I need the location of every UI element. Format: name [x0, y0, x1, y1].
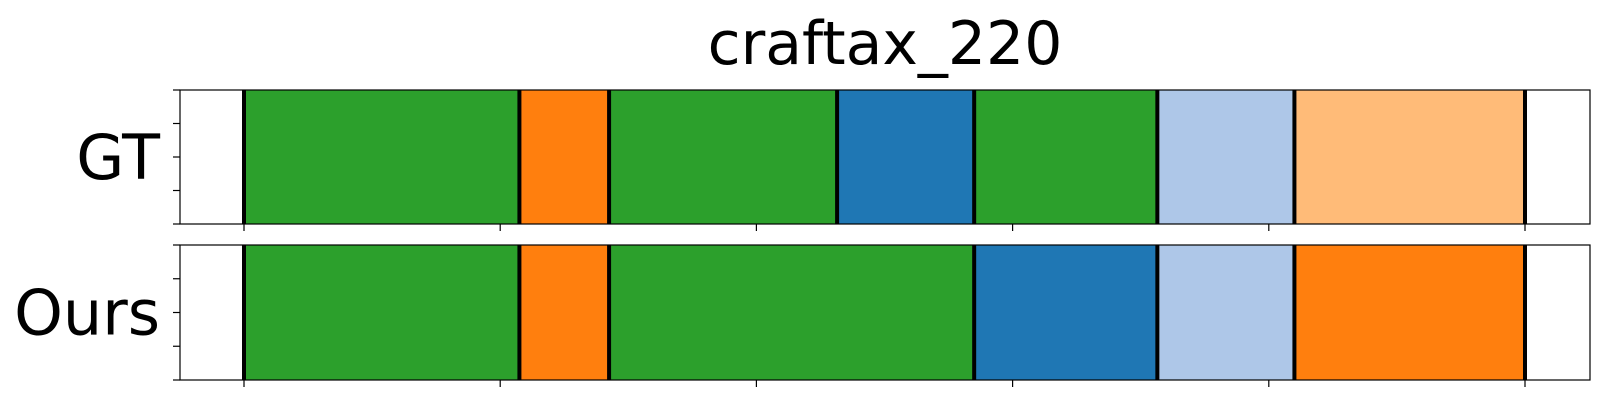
segment-3 [974, 245, 1158, 380]
row-gt: GT [76, 89, 1591, 231]
segment-5 [1157, 90, 1295, 224]
row-label-ours: Ours [14, 277, 160, 350]
rows-group: GT Ours [14, 89, 1591, 387]
segment-1 [519, 90, 610, 224]
chart-title: craftax_220 [708, 9, 1063, 79]
row-ours: Ours [14, 244, 1591, 387]
segment-4 [1157, 245, 1295, 380]
segment-2 [609, 245, 975, 380]
segment-5 [1294, 245, 1525, 380]
segment-1 [519, 245, 610, 380]
segment-0 [244, 90, 520, 224]
segment-4 [974, 90, 1158, 224]
row-label-gt: GT [76, 121, 161, 194]
segment-3 [837, 90, 975, 224]
segment-2 [609, 90, 838, 224]
segment-0 [244, 245, 520, 380]
segment-6 [1294, 90, 1525, 224]
